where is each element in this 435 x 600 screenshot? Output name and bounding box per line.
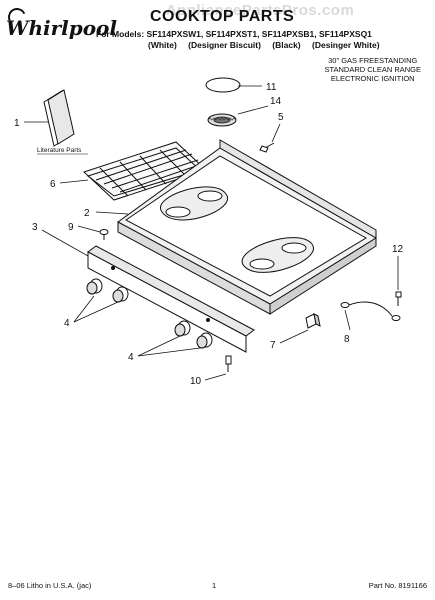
footer-part-number: Part No. 8191166 (368, 581, 427, 590)
callout-10: 10 (190, 376, 202, 387)
callout-8: 8 (344, 334, 350, 345)
description-line: STANDARD CLEAN RANGE (324, 65, 421, 74)
description-line: 30" GAS FREESTANDING (328, 56, 418, 65)
callout-11: 11 (266, 82, 277, 93)
model-variants: (White) (Designer Biscuit) (Black) (Desi… (148, 40, 389, 50)
screw (259, 142, 275, 153)
callout-14: 14 (270, 96, 282, 107)
screw (395, 291, 402, 306)
burner-recess-right (241, 237, 314, 273)
control-knobs (86, 278, 213, 349)
callout-5: 5 (278, 112, 284, 123)
watermark: AppliancePartsPros.com (165, 2, 355, 19)
variant-designer-white: (Desinger White) (312, 40, 380, 50)
page-title: COOKTOP PARTS (150, 8, 295, 25)
callout-4: 4 (64, 318, 70, 329)
cooktop (117, 139, 377, 315)
screw (225, 355, 232, 372)
callout-6: 6 (50, 179, 56, 190)
leader-lines (24, 85, 399, 381)
callout-3: 3 (32, 222, 38, 233)
bracket (305, 313, 321, 329)
variant-black: (Black) (272, 40, 301, 50)
literature-label: Literature Parts (37, 147, 82, 154)
knob (112, 286, 129, 303)
burner-head (207, 113, 237, 127)
callout-4: 4 (128, 352, 134, 363)
product-description: 30" GAS FREESTANDING STANDARD CLEAN RANG… (324, 56, 421, 83)
knob (174, 320, 191, 337)
burner-cap (205, 77, 241, 93)
callout-12: 12 (392, 244, 404, 255)
literature-booklet (43, 89, 75, 147)
control-panel (87, 245, 255, 353)
variant-white: (White) (148, 40, 177, 50)
models-line: For Models: SF114PXSW1, SF114PXST1, SF11… (96, 29, 372, 39)
variant-biscuit: (Designer Biscuit) (188, 40, 261, 50)
knob (86, 278, 103, 295)
screw (99, 229, 109, 240)
footer-litho: 8–06 Litho in U.S.A. (jac) (8, 581, 92, 590)
brand-logo: Whirlpool (6, 16, 117, 40)
callout-7: 7 (270, 340, 276, 351)
callout-9: 9 (68, 222, 74, 233)
description-line: ELECTRONIC IGNITION (330, 74, 415, 83)
callout-1: 1 (14, 118, 20, 129)
callout-2: 2 (84, 208, 90, 219)
ground-wire (340, 301, 401, 321)
burner-recess-left (160, 186, 229, 221)
knob (196, 332, 213, 349)
footer-page-number: 1 (212, 581, 217, 590)
